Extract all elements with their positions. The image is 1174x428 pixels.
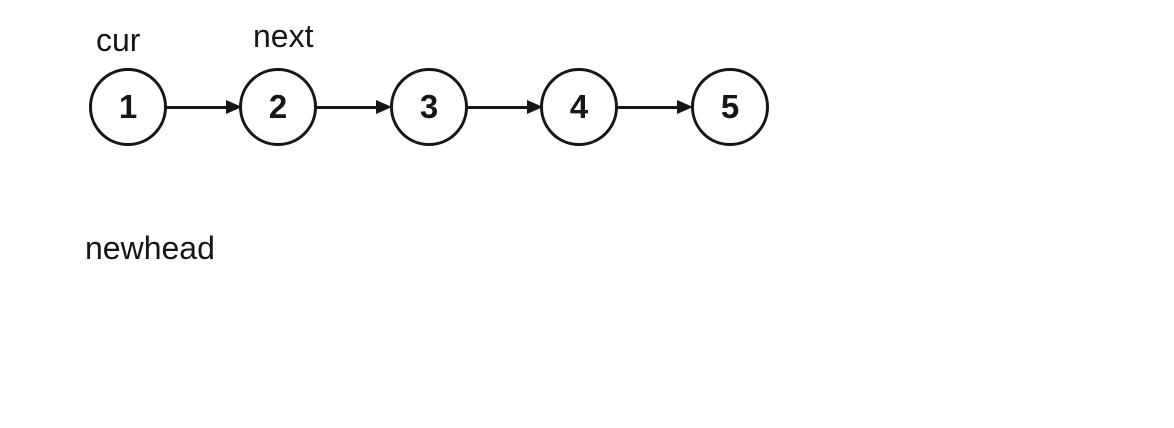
list-node-3: 3	[390, 68, 468, 146]
list-node-2-value: 2	[268, 88, 288, 125]
next-arrow-1-2	[165, 100, 242, 114]
next-pointer-label: next	[253, 18, 314, 54]
next-arrow-3-4	[466, 100, 543, 114]
list-node-1: 1	[89, 68, 167, 146]
list-node-4: 4	[540, 68, 618, 146]
list-node-4-value: 4	[569, 88, 589, 125]
cur-pointer-label: cur	[96, 22, 141, 58]
list-node-2: 2	[239, 68, 317, 146]
list-node-3-value: 3	[419, 88, 439, 125]
list-node-5: 5	[691, 68, 769, 146]
arrow-shaft	[315, 105, 376, 109]
arrowhead-icon	[527, 100, 543, 114]
next-arrow-2-3	[315, 100, 392, 114]
arrowhead-icon	[226, 100, 242, 114]
arrow-shaft	[165, 105, 226, 109]
arrow-shaft	[466, 105, 527, 109]
newhead-pointer-label: newhead	[85, 230, 215, 266]
arrow-shaft	[616, 105, 677, 109]
list-node-1-value: 1	[118, 88, 138, 125]
list-node-5-value: 5	[720, 88, 740, 125]
arrowhead-icon	[677, 100, 693, 114]
arrowhead-icon	[376, 100, 392, 114]
next-arrow-4-5	[616, 100, 693, 114]
